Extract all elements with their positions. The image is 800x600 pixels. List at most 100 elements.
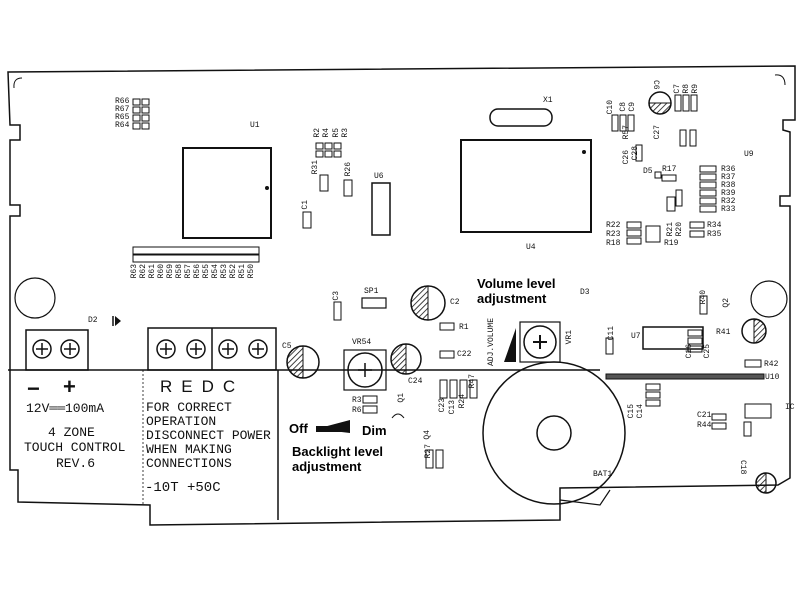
volume-line1: Volume level xyxy=(477,276,556,291)
c21-label: C21 xyxy=(697,411,712,420)
d3-label: D3 xyxy=(580,288,590,297)
c11-label: C11 xyxy=(607,326,616,341)
q2-label: Q2 xyxy=(722,298,731,308)
touch-label: TOUCH CONTROL xyxy=(24,440,126,455)
c10-label: C10 xyxy=(606,100,615,115)
adj-volume-label: ADJ.VOLUME xyxy=(487,318,496,367)
r-label: R66 xyxy=(115,97,130,106)
x1-label: X1 xyxy=(543,96,553,105)
r-label: R50 xyxy=(247,264,256,279)
c1-label: C1 xyxy=(301,200,310,210)
rev-label: REV.6 xyxy=(56,456,96,471)
warn-line1: FOR CORRECT xyxy=(146,400,232,415)
r-label: R59 xyxy=(166,264,175,279)
c2-label: C2 xyxy=(450,298,460,307)
r-label: R57 xyxy=(184,264,193,279)
r42-label: R42 xyxy=(764,360,779,369)
vr1-label: VR1 xyxy=(565,330,574,345)
warn-line5: CONNECTIONS xyxy=(146,456,232,471)
r-label: R65 xyxy=(115,113,130,122)
resistor-row-labels: R63 R62 R61 R60 R59 R58 R57 R56 R55 R54 … xyxy=(130,264,256,279)
r-label: R64 xyxy=(115,121,130,130)
r44-label: R44 xyxy=(697,421,712,430)
r-label: R54 xyxy=(211,264,220,279)
u10-strip xyxy=(605,373,765,380)
warn-line2: OPERATION xyxy=(146,414,217,429)
dim-label: Dim xyxy=(362,423,387,438)
r-label: R51 xyxy=(238,264,247,279)
r8-label: R8 xyxy=(682,84,691,94)
r35-label: R35 xyxy=(707,230,722,239)
voltage-label: 12V══100mA xyxy=(26,401,105,416)
r9-label: R9 xyxy=(691,84,700,94)
u4-chip xyxy=(460,139,592,233)
bat1-battery xyxy=(482,361,626,506)
r34-label: R34 xyxy=(707,221,722,230)
r23-label: R23 xyxy=(606,230,621,239)
cap-c12 xyxy=(741,318,767,344)
plus-sign: + xyxy=(63,374,76,399)
r-label: R37 xyxy=(721,173,736,182)
resistor-right-labels: R36 R37 R38 R39 R32 R33 xyxy=(721,166,735,214)
c9-label: C9 xyxy=(628,102,637,112)
c28-label: C28 xyxy=(631,146,640,161)
r22-label: R22 xyxy=(606,221,621,230)
warning-text: FOR CORRECT OPERATION DISCONNECT POWER W… xyxy=(146,401,271,471)
r18-label: R18 xyxy=(606,239,621,248)
r-label: R5 xyxy=(332,128,341,138)
r31-label: R31 xyxy=(311,160,320,175)
c15-label: C15 xyxy=(627,404,636,419)
u6-chip xyxy=(371,182,391,236)
cap-c18 xyxy=(755,472,777,494)
c6-label: C6 xyxy=(651,80,660,90)
r20-label: R20 xyxy=(675,222,684,237)
sp1-part xyxy=(361,297,387,309)
temp-label: -10T +50C xyxy=(145,480,221,496)
r-label: R3 xyxy=(341,128,350,138)
c5-label: C5 xyxy=(282,342,292,351)
x1-crystal xyxy=(489,108,553,127)
r-label: R33 xyxy=(721,205,736,214)
r41-label: R41 xyxy=(716,328,731,337)
r40-label: R40 xyxy=(699,290,708,305)
sp1-label: SP1 xyxy=(364,287,379,296)
u6-label: U6 xyxy=(374,172,384,181)
r-label: R52 xyxy=(229,264,238,279)
c8-label: C8 xyxy=(619,102,628,112)
terminal-block-bus xyxy=(147,327,277,371)
r-label: R56 xyxy=(193,264,202,279)
c16-label: C16 xyxy=(685,344,694,359)
r17-label: R17 xyxy=(662,165,677,174)
q4-label: Q4 xyxy=(423,430,432,440)
c27-label: C27 xyxy=(653,125,662,140)
r-label: R58 xyxy=(175,264,184,279)
cap-c2 xyxy=(410,285,446,321)
r64-r67-labels: R66 R67 R65 R64 xyxy=(115,98,129,130)
minus-sign: − xyxy=(27,376,40,401)
u7-label: U7 xyxy=(631,332,641,341)
u1-chip xyxy=(182,147,272,239)
diode-d2 xyxy=(112,316,121,326)
r1-label: R1 xyxy=(459,323,469,332)
volume-wedge-icon xyxy=(504,328,516,362)
board-outline xyxy=(7,65,796,526)
mount-hole-left xyxy=(14,277,56,319)
u10-label: U10 xyxy=(765,373,780,382)
r-label: R67 xyxy=(115,105,130,114)
c22-label: C22 xyxy=(457,350,472,359)
volume-line2: adjustment xyxy=(477,291,547,306)
r-label: R53 xyxy=(220,264,229,279)
cap-c24 xyxy=(390,343,422,375)
r26-label: R26 xyxy=(344,162,353,177)
vr54-trimmer xyxy=(343,349,387,391)
vr54-label: VR54 xyxy=(352,338,372,347)
vr1-trimmer xyxy=(519,321,561,363)
redc-label: REDC xyxy=(160,377,245,396)
r3-label: R3 xyxy=(352,396,362,405)
u1-label: U1 xyxy=(250,121,260,130)
r-label: R36 xyxy=(721,165,736,174)
c7-label: C7 xyxy=(673,84,682,94)
c23-label: C23 xyxy=(438,398,447,413)
mount-hole-right xyxy=(750,280,788,318)
